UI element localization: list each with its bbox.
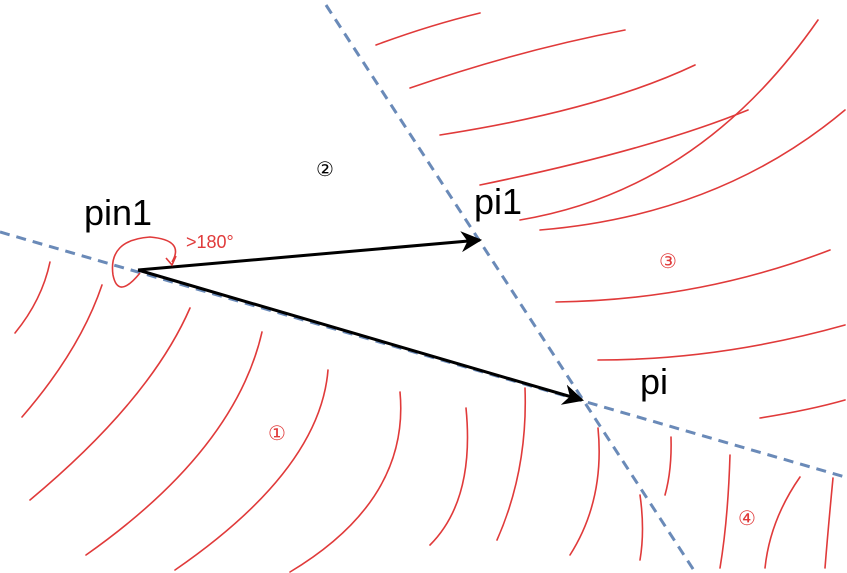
hatch-region-3 bbox=[375, 12, 846, 419]
angle-arrowhead bbox=[165, 255, 177, 267]
point-label-pi1: pi1 bbox=[474, 181, 522, 222]
guide-line-pi1-pi bbox=[324, 4, 697, 573]
guide-lines bbox=[0, 4, 846, 573]
angle-arc bbox=[111, 236, 177, 288]
point-label-pi: pi bbox=[640, 361, 668, 402]
hatch-region-1 bbox=[14, 261, 527, 573]
vector-pin1-to-pi1 bbox=[137, 231, 483, 272]
region-label-3: ③ bbox=[659, 249, 677, 273]
region-label-1: ① bbox=[268, 421, 286, 445]
vectors bbox=[137, 231, 585, 405]
region-label-2: ② bbox=[316, 157, 334, 181]
point-label-pin1: pin1 bbox=[84, 192, 152, 233]
angle-label: >180° bbox=[186, 232, 234, 252]
guide-line-pin1-pi bbox=[0, 230, 846, 479]
vector-pin1-to-pi bbox=[137, 268, 585, 405]
region-label-4: ④ bbox=[738, 506, 756, 530]
hatch-region-4 bbox=[569, 427, 834, 569]
